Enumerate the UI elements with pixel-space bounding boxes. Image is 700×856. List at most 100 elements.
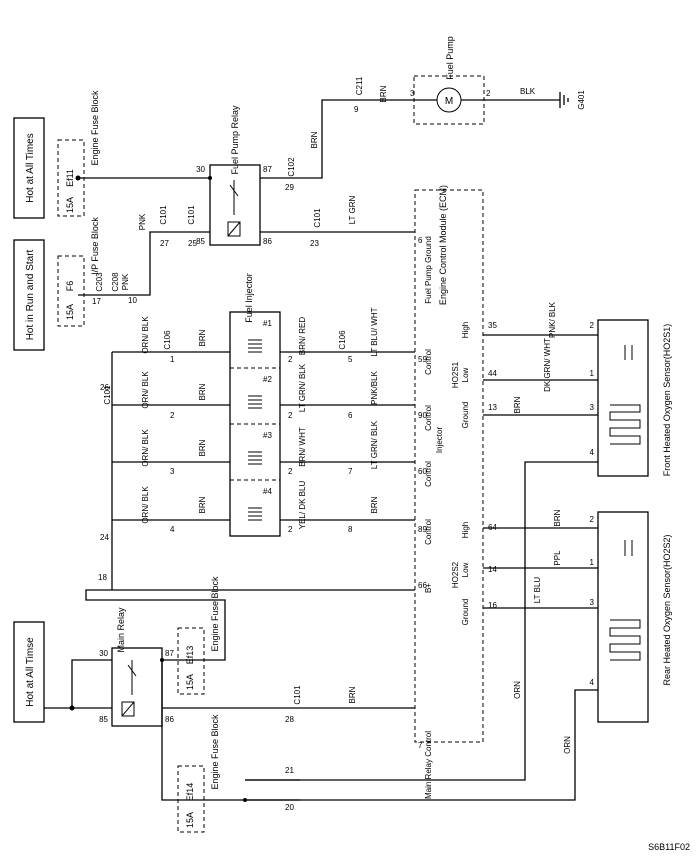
svg-text:3: 3 xyxy=(410,89,415,98)
svg-text:HO2S1: HO2S1 xyxy=(451,361,460,388)
svg-text:C211: C211 xyxy=(355,76,364,95)
svg-text:26: 26 xyxy=(100,383,109,392)
svg-text:21: 21 xyxy=(285,766,294,775)
hot-all-times-top-label: Hot at All Times xyxy=(13,117,45,219)
ecm: Engine Control Module (ECM) 6 Fuel Pump … xyxy=(414,185,497,799)
svg-text:1: 1 xyxy=(170,355,175,364)
svg-text:30: 30 xyxy=(196,165,205,174)
svg-text:66: 66 xyxy=(418,581,427,590)
svg-text:Hot at All Times: Hot at All Times xyxy=(25,133,36,202)
svg-text:59: 59 xyxy=(418,355,427,364)
fuel-injector-block: Fuel Injector #1 #2 #3 #4 xyxy=(229,273,281,537)
engine-fuse-block-ef14: Ef14 15A Engine Fuse Block xyxy=(177,714,220,833)
svg-text:86: 86 xyxy=(165,715,174,724)
svg-text:Hot in Run and Start: Hot in Run and Start xyxy=(25,249,36,340)
svg-text:BRN: BRN xyxy=(513,396,522,413)
svg-text:Fuel Injector: Fuel Injector xyxy=(244,273,254,323)
svg-text:3: 3 xyxy=(590,403,595,412)
svg-text:PNK/ BLK: PNK/ BLK xyxy=(548,301,557,338)
rear-oxygen-sensor: Rear Heated Oxygen Sensor(HO2S2) 2 1 3 4 xyxy=(590,511,672,723)
svg-text:86: 86 xyxy=(263,237,272,246)
svg-text:6: 6 xyxy=(348,411,353,420)
svg-text:PPL: PPL xyxy=(553,550,562,566)
fuel-pump-relay: Fuel Pump Relay 30 87 85 86 xyxy=(196,105,272,246)
svg-text:C101: C101 xyxy=(103,385,112,405)
svg-text:60: 60 xyxy=(418,467,427,476)
svg-text:G401: G401 xyxy=(577,90,586,110)
svg-text:BRN/ WHT: BRN/ WHT xyxy=(298,427,307,467)
svg-text:Ef14: Ef14 xyxy=(185,783,195,802)
svg-text:Fuel Pump Ground: Fuel Pump Ground xyxy=(424,236,433,304)
svg-text:Fuel Pump: Fuel Pump xyxy=(445,36,455,80)
svg-text:2: 2 xyxy=(486,89,491,98)
svg-text:LT GRN/ BLK: LT GRN/ BLK xyxy=(298,363,307,412)
svg-text:C101: C101 xyxy=(187,205,196,225)
svg-text:LT BLU: LT BLU xyxy=(533,577,542,604)
svg-text:87: 87 xyxy=(165,649,174,658)
svg-text:20: 20 xyxy=(285,803,294,812)
svg-text:85: 85 xyxy=(196,237,205,246)
svg-text:5: 5 xyxy=(348,355,353,364)
svg-text:17: 17 xyxy=(92,297,101,306)
svg-text:15A: 15A xyxy=(65,304,75,320)
svg-text:BRN: BRN xyxy=(310,131,319,148)
svg-text:4: 4 xyxy=(590,448,595,457)
svg-text:Main Relay Control: Main Relay Control xyxy=(424,731,433,799)
svg-text:Control: Control xyxy=(424,349,433,375)
svg-text:Fuel Pump Relay: Fuel Pump Relay xyxy=(230,105,240,175)
svg-text:3: 3 xyxy=(590,598,595,607)
svg-text:#1: #1 xyxy=(263,319,272,328)
svg-text:BRN: BRN xyxy=(198,496,207,513)
svg-text:90: 90 xyxy=(418,411,427,420)
engine-fuse-block-ef13: Ef13 15A Engine Fuse Block xyxy=(177,576,220,695)
svg-text:C203: C203 xyxy=(95,272,104,292)
svg-text:BRN/ RED: BRN/ RED xyxy=(298,317,307,355)
svg-text:3: 3 xyxy=(170,467,175,476)
svg-text:Main Relay: Main Relay xyxy=(116,607,126,653)
fuel-pump: M 3 2 Fuel Pump xyxy=(380,36,560,125)
svg-text:C101: C101 xyxy=(159,205,168,225)
svg-text:F6: F6 xyxy=(65,281,75,292)
svg-text:Control: Control xyxy=(424,519,433,545)
svg-text:23: 23 xyxy=(310,239,319,248)
svg-text:Injector: Injector xyxy=(435,427,444,454)
svg-text:Hot at All Timse: Hot at All Timse xyxy=(25,637,36,707)
svg-text:#4: #4 xyxy=(263,487,272,496)
hot-run-start-label: Hot in Run and Start xyxy=(13,239,45,351)
svg-text:M: M xyxy=(445,96,453,107)
svg-text:28: 28 xyxy=(285,715,294,724)
svg-text:Rear Heated Oxygen Sensor(HO2S: Rear Heated Oxygen Sensor(HO2S2) xyxy=(662,534,672,685)
svg-text:44: 44 xyxy=(488,369,497,378)
svg-text:14: 14 xyxy=(488,565,497,574)
svg-text:15A: 15A xyxy=(65,197,75,213)
svg-text:YEL/ DK BLU: YEL/ DK BLU xyxy=(298,481,307,530)
svg-text:PNK/BLK: PNK/BLK xyxy=(370,370,379,404)
svg-text:85: 85 xyxy=(99,715,108,724)
svg-text:DK GRN/ WHT: DK GRN/ WHT xyxy=(543,338,552,392)
svg-text:LT BLU/ WHT: LT BLU/ WHT xyxy=(370,307,379,356)
ground-g401: G401 xyxy=(559,90,586,110)
svg-text:8: 8 xyxy=(348,525,353,534)
svg-text:Engine Fuse Block: Engine Fuse Block xyxy=(90,90,100,166)
svg-text:LT GRN: LT GRN xyxy=(348,195,357,224)
svg-text:27: 27 xyxy=(160,239,169,248)
svg-text:13: 13 xyxy=(488,403,497,412)
svg-text:87: 87 xyxy=(263,165,272,174)
svg-text:C101: C101 xyxy=(293,685,302,705)
svg-text:Low: Low xyxy=(461,562,470,577)
main-relay: Main Relay 30 87 85 86 xyxy=(99,607,174,727)
svg-text:6: 6 xyxy=(418,236,423,245)
svg-text:25: 25 xyxy=(188,239,197,248)
svg-text:24: 24 xyxy=(100,533,109,542)
svg-text:15A: 15A xyxy=(185,674,195,690)
svg-text:BRN: BRN xyxy=(198,439,207,456)
svg-text:B+: B+ xyxy=(424,583,433,593)
front-oxygen-sensor: Front Heated Oxygen Sensor(HO2S1) 2 1 3 … xyxy=(590,319,672,477)
svg-text:2: 2 xyxy=(288,525,293,534)
svg-text:29: 29 xyxy=(285,183,294,192)
svg-text:2: 2 xyxy=(288,411,293,420)
svg-text:ORN: ORN xyxy=(563,736,572,754)
svg-text:Ef11: Ef11 xyxy=(65,169,75,187)
svg-text:PNK: PNK xyxy=(121,273,130,290)
